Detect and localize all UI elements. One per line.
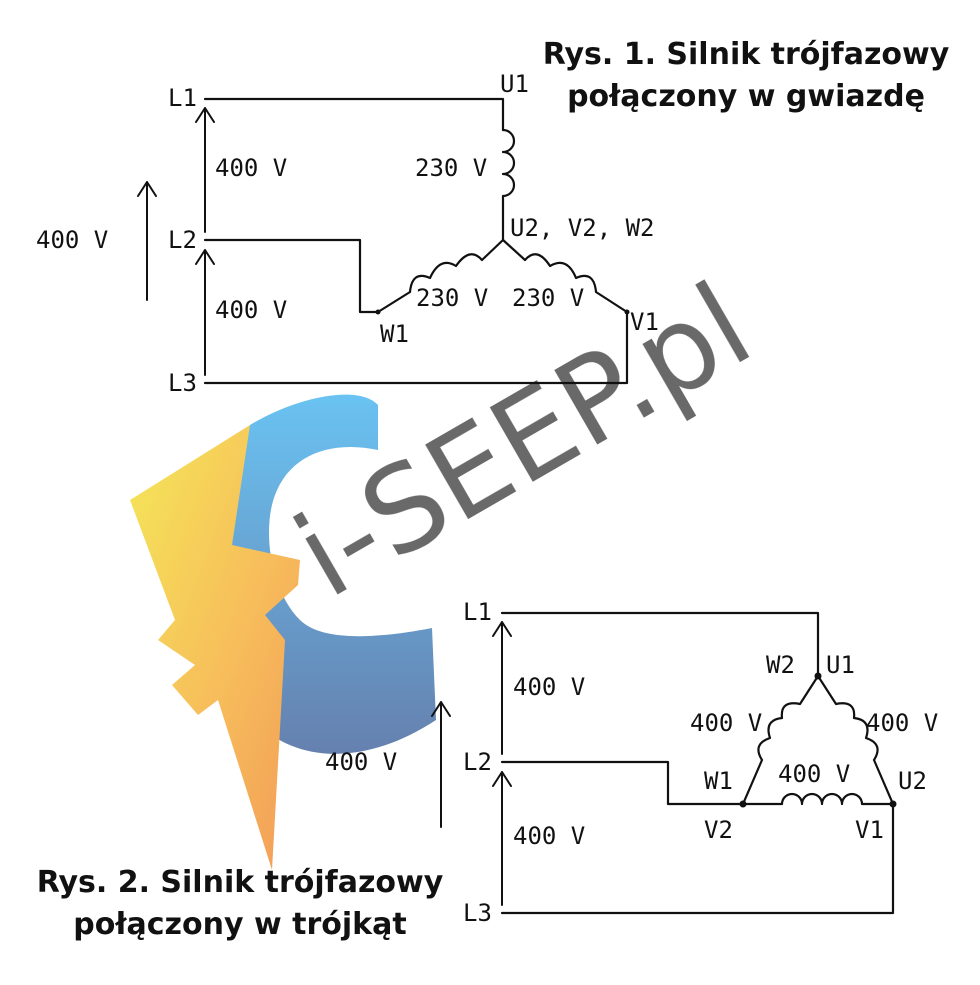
- label-l3: L3: [168, 369, 197, 397]
- terminal-dot-left: [739, 800, 747, 808]
- label-l1: L1: [168, 84, 197, 112]
- arrow-l1-l3: [431, 701, 451, 828]
- wire-l1: [500, 611, 820, 678]
- coil-v: [501, 238, 629, 314]
- coil-right: [816, 674, 895, 806]
- terminal-w1: W1: [380, 320, 409, 348]
- coil-left: [741, 674, 820, 806]
- arrow-l2-l3: [195, 249, 215, 376]
- coil-voltage-u: 230 V: [415, 154, 487, 182]
- terminal-dot-w1: [375, 309, 381, 315]
- wire-l3: [500, 802, 895, 915]
- terminal-star-point: U2, V2, W2: [510, 214, 655, 242]
- terminal-dot-right: [889, 800, 897, 808]
- arrow-l1-l3: [137, 181, 157, 301]
- label-l2: L2: [168, 226, 197, 254]
- wire-l1: [203, 97, 505, 132]
- figure1-caption: Rys. 1. Silnik trójfazowy połączony w gw…: [520, 34, 972, 118]
- coil-w: [376, 238, 505, 314]
- terminal-u1: U1: [500, 70, 529, 98]
- terminal-w2: W2: [766, 651, 795, 679]
- coil-voltage-right: 400 V: [866, 709, 938, 737]
- voltage-l1-l2: 400 V: [513, 673, 585, 701]
- voltage-l2-l3: 400 V: [513, 822, 585, 850]
- voltage-l1-l2: 400 V: [215, 154, 287, 182]
- coil-u: [501, 128, 516, 242]
- terminal-w1: W1: [704, 767, 733, 795]
- terminal-u2: U2: [898, 767, 927, 795]
- watermark-logo: i-SEEP.pl: [130, 256, 773, 870]
- arrow-l1-l2: [492, 621, 512, 755]
- figure2-caption-line2: połączony w trójkąt: [73, 907, 407, 942]
- label-l3: L3: [463, 899, 492, 927]
- terminal-v1: V1: [855, 816, 884, 844]
- arrow-l2-l3: [492, 771, 512, 906]
- voltage-l1-l3: 400 V: [36, 226, 108, 254]
- logo-bolt-shape: [130, 425, 300, 870]
- figure-star-connection: L1 L2 L3 400 V 400 V 400 V 230 V 230 V 2…: [36, 70, 659, 397]
- figure2-caption: Rys. 2. Silnik trójfazowy połączony w tr…: [10, 862, 470, 946]
- terminal-dot-v1: [624, 309, 630, 315]
- figure2-caption-line1: Rys. 2. Silnik trójfazowy: [36, 865, 444, 900]
- terminal-dot-top: [814, 672, 822, 680]
- terminal-v2: V2: [704, 816, 733, 844]
- wire-l2: [203, 238, 380, 314]
- wire-l3: [203, 310, 629, 385]
- coil-voltage-left: 400 V: [690, 709, 762, 737]
- figure1-caption-line1: Rys. 1. Silnik trójfazowy: [542, 37, 950, 72]
- coil-bottom: [741, 792, 895, 806]
- figure-delta-connection: L1 L2 L3 400 V 400 V 400 V 400 V 400 V 4…: [325, 598, 938, 927]
- voltage-l2-l3: 400 V: [215, 296, 287, 324]
- coil-voltage-w: 230 V: [416, 284, 488, 312]
- voltage-l1-l3: 400 V: [325, 748, 397, 776]
- terminal-v1: V1: [630, 308, 659, 336]
- figure1-caption-line2: połączony w gwiazdę: [567, 79, 925, 114]
- wire-l2: [500, 760, 745, 806]
- terminal-u1: U1: [826, 651, 855, 679]
- label-l2: L2: [463, 748, 492, 776]
- coil-voltage-bottom: 400 V: [778, 760, 850, 788]
- label-l1: L1: [463, 598, 492, 626]
- arrow-l1-l2: [195, 107, 215, 233]
- coil-voltage-v: 230 V: [512, 284, 584, 312]
